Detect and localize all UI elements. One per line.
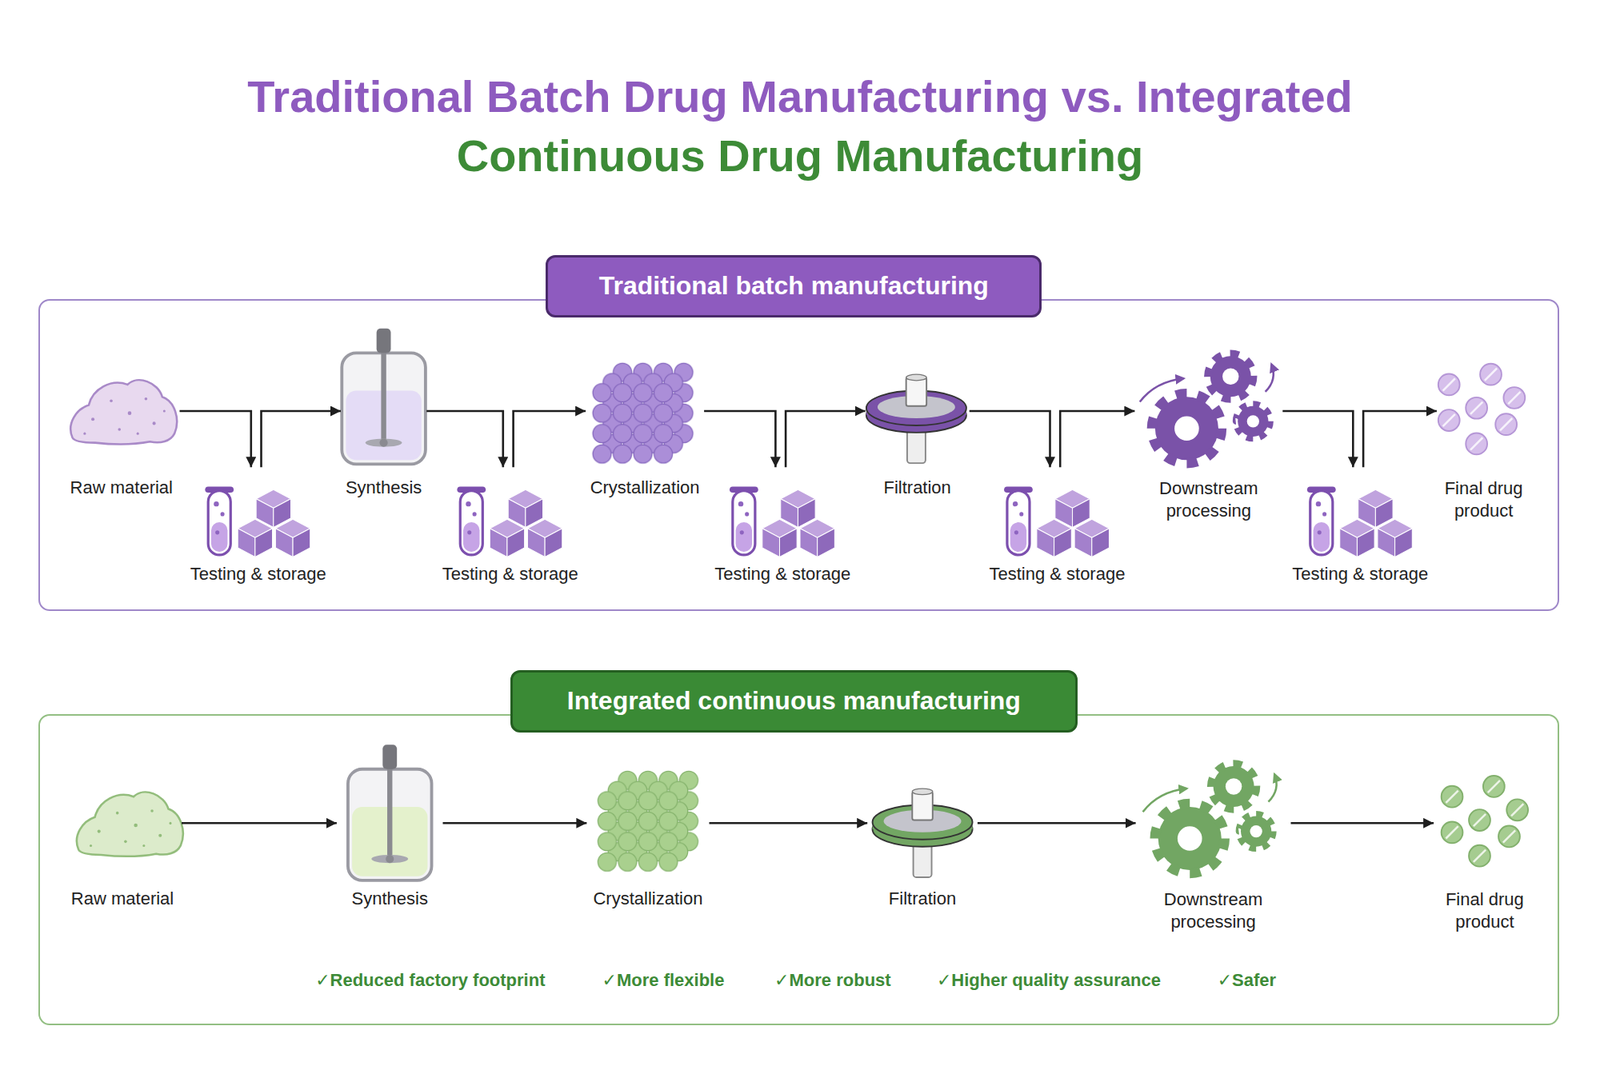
process-step: Crystallization [586,770,709,911]
section-header: Integrated continuous manufacturing [510,670,1078,733]
process-step: Downstream processing [1136,755,1292,934]
process-step: Raw material [63,780,182,911]
flow-arrow [977,822,1136,825]
step-label: Testing & storage [190,563,327,586]
flow-arrow [785,411,866,468]
batch-icons [70,328,1525,558]
step-label: Testing & storage [714,563,851,586]
process-step: Filtration [867,780,978,911]
testing-storage-step: Testing & storage [984,467,1132,586]
step-label: Final drug product [1433,888,1536,934]
process-step: Final drug product [1436,362,1531,523]
process-step: Final drug product [1433,775,1536,934]
step-label: Crystallization [592,888,703,911]
step-label: Filtration [888,888,956,911]
benefit-label: ✓Higher quality assurance [936,969,1161,992]
step-label: Testing & storage [442,563,579,586]
step-label: Raw material [70,476,173,500]
testing-storage-step: Testing & storage [184,467,332,586]
step-label: Raw material [71,888,174,911]
process-step: Filtration [865,367,970,500]
flow-arrow [443,822,588,825]
benefit-label: ✓Reduced factory footprint [315,969,545,992]
flow-arrow [1291,822,1435,825]
process-step: Crystallization [585,356,704,499]
flow-arrow [969,411,1051,468]
process-step: Downstream processing [1134,347,1283,523]
flow-arrow [426,411,504,468]
flow-arrow [1282,411,1353,468]
step-label: Filtration [883,476,951,500]
continuous-icons [76,744,1528,881]
testing-storage-step: Testing & storage [708,467,856,586]
flow-arrow [704,411,776,468]
step-label: Testing & storage [1292,563,1428,586]
step-label: Downstream processing [1134,477,1283,523]
section-panel: Traditional batch manufacturingRaw mater… [38,299,1560,612]
testing-storage-step: Testing & storage [436,467,584,586]
step-label: Synthesis [352,888,428,911]
flow-arrow [181,822,337,825]
benefit-label: ✓More flexible [602,969,725,992]
step-label: Final drug product [1436,477,1531,523]
step-label: Synthesis [345,476,422,500]
step-label: Testing & storage [988,563,1125,586]
flow-arrow [709,822,868,825]
flow-arrow [180,411,252,468]
flow-arrow [261,411,342,468]
flow-arrow [1363,411,1437,468]
diagram-title: Traditional Batch Drug Manufacturing vs.… [240,67,1360,186]
flow-arrow [1060,411,1135,468]
benefit-label: ✓Safer [1217,969,1276,992]
section-header: Traditional batch manufacturing [545,255,1042,318]
testing-storage-step: Testing & storage [1286,467,1434,586]
benefit-label: ✓More robust [774,969,892,992]
flow-arrow [513,411,587,468]
process-step: Synthesis [340,326,427,500]
step-label: Crystallization [590,476,700,500]
process-step: Raw material [63,367,180,500]
step-label: Downstream processing [1136,888,1292,934]
process-step: Synthesis [336,740,444,911]
